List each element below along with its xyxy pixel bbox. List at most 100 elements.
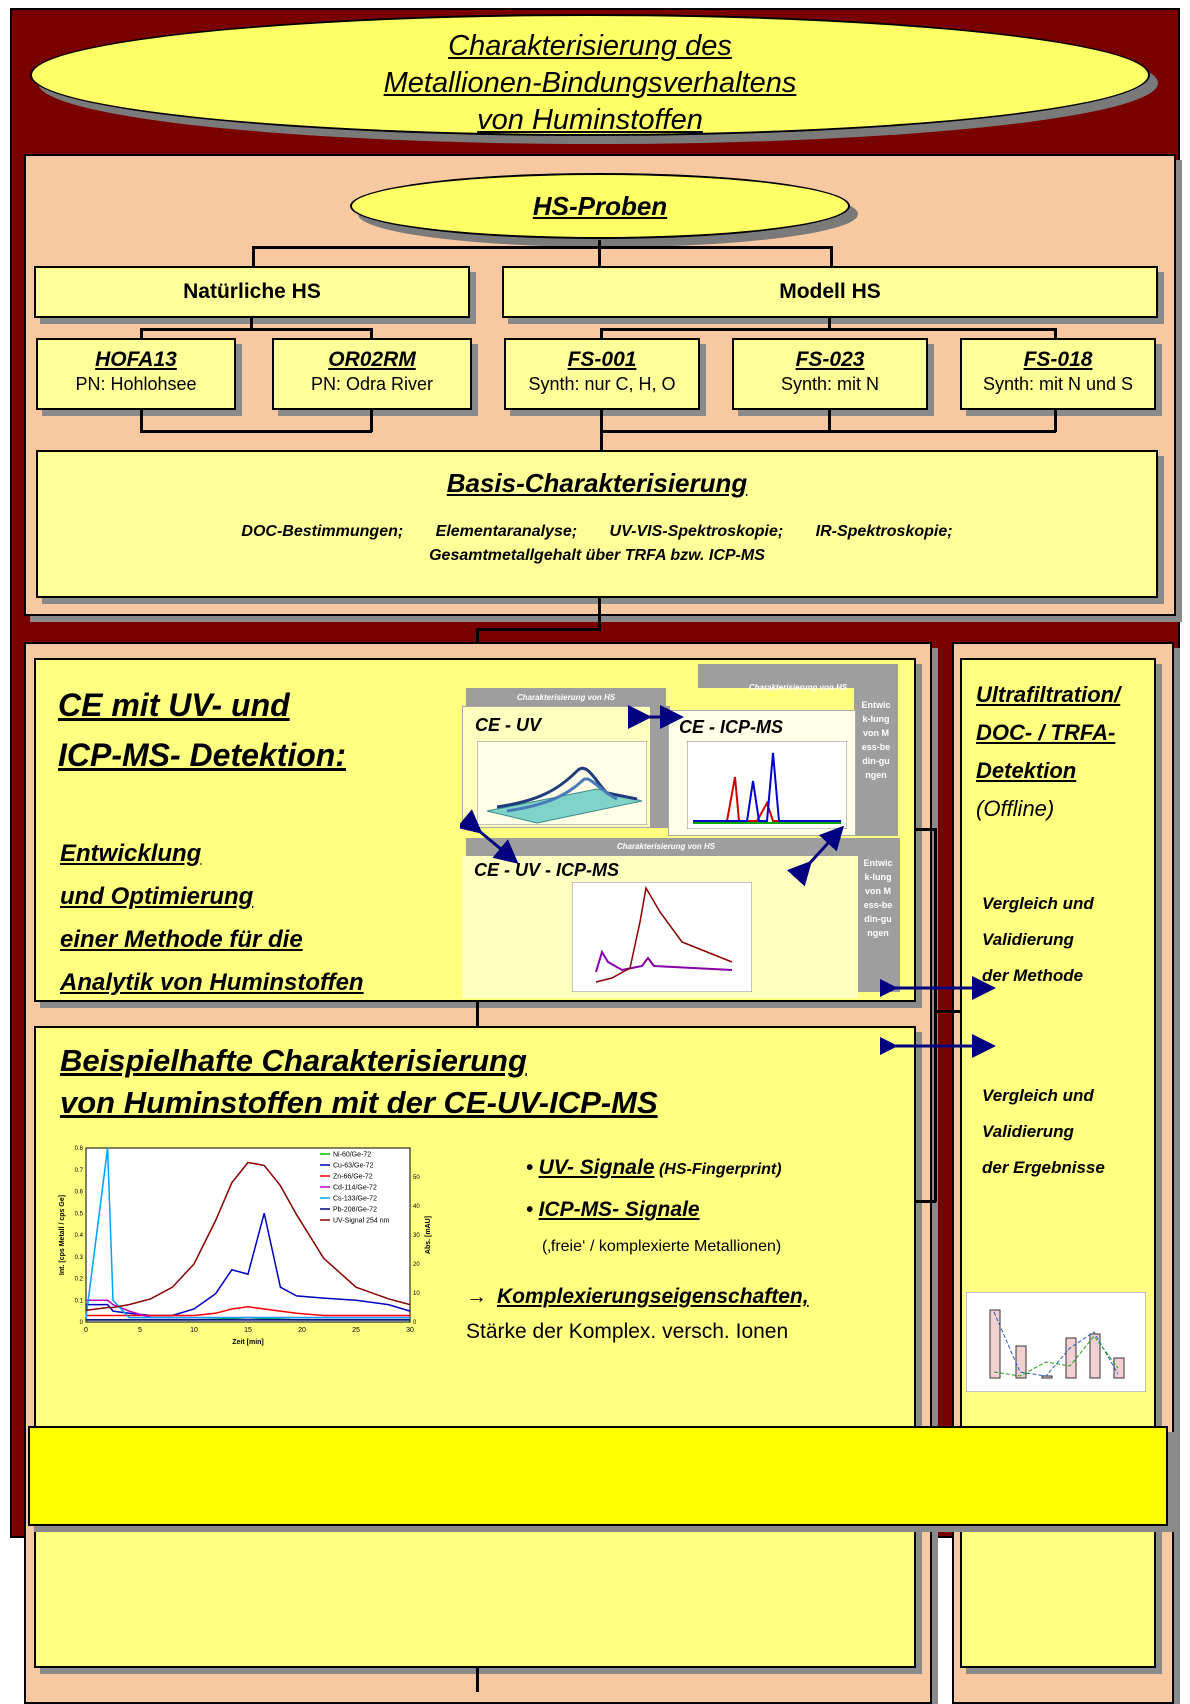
- ce-icp-label: CE - ICP-MS: [679, 717, 784, 737]
- y2-tick-label: 20: [413, 1262, 420, 1268]
- x-tick-label: 5: [138, 1327, 142, 1334]
- side-label: Entwick-lung von Mess-bedin-gungen: [863, 858, 893, 938]
- ce-uvicp-side-bar: Entwick-lung von Mess-bedin-gungen: [856, 838, 900, 992]
- sample-desc: PN: Hohlohsee: [75, 374, 197, 394]
- y2-tick-label: 10: [413, 1291, 420, 1297]
- connector: [140, 430, 372, 433]
- series-line: [86, 1306, 410, 1317]
- ce-dev-line: Analytik von Huminstoffen: [60, 969, 364, 996]
- ce-title-line-2: ICP-MS- Detektion:: [58, 737, 346, 773]
- y-tick-label: 0.2: [75, 1277, 84, 1283]
- panel-header-label: Charakterisierung von HS: [516, 693, 616, 702]
- sample-desc: Synth: nur C, H, O: [528, 374, 676, 394]
- connector: [370, 410, 373, 432]
- connector: [140, 328, 372, 331]
- bullet-dot: •: [526, 1157, 539, 1179]
- ultra-title-line: Detektion: [976, 758, 1077, 783]
- sample-desc: PN: Odra River: [310, 374, 434, 394]
- y2-tick-label: 40: [413, 1204, 420, 1210]
- compare-line: Vergleich und: [982, 894, 1094, 913]
- ultrafiltration-bar-chart: [966, 1292, 1146, 1392]
- connector: [252, 246, 255, 268]
- ultra-title-line: Ultrafiltration/: [976, 682, 1121, 707]
- ce-title: CE mit UV- und ICP-MS- Detektion:: [58, 680, 346, 780]
- x-tick-label: 25: [352, 1327, 360, 1334]
- title-line-2: Metallionen-Bindungsverhaltens: [383, 67, 797, 99]
- ce-dev-line: einer Methode für die: [60, 926, 303, 953]
- y-tick-label: 0.7: [75, 1168, 84, 1174]
- sample-name: FS-018: [1023, 348, 1093, 371]
- natural-hs-label: Natürliche HS: [183, 280, 321, 303]
- connector: [476, 1000, 479, 1028]
- ce-uv-side: [650, 706, 670, 828]
- series-line: [85, 1147, 410, 1319]
- ultra-title-line: DOC- / TRFA-: [976, 720, 1116, 745]
- connector: [600, 328, 1056, 331]
- y-tick-label: 0.4: [75, 1233, 84, 1239]
- compare-line: der Ergebnisse: [982, 1158, 1105, 1177]
- legend-label: Ni-60/Ge-72: [333, 1152, 371, 1159]
- connector: [370, 328, 373, 340]
- y-tick-label: 0.5: [75, 1211, 84, 1217]
- ce-icp-side-bar: Entwick-lung von Mess-bedin-gungen: [854, 664, 898, 836]
- ce-uvicp-header: Charakterisierung von HS: [466, 838, 866, 856]
- connector: [934, 1010, 962, 1013]
- sample-box-or02rm: OR02RM PN: Odra River: [272, 338, 472, 410]
- sample-name: OR02RM: [328, 348, 416, 371]
- bullet-uv-sub: (HS-Fingerprint): [658, 1161, 782, 1178]
- ce-uvicp-plot: [572, 882, 752, 992]
- example-title-line-1: Beispielhafte Charakterisierung: [60, 1043, 527, 1078]
- connector: [598, 598, 601, 630]
- result-line-2: Stärke der Komplex. versch. Ionen: [466, 1320, 789, 1343]
- ultra-title: Ultrafiltration/ DOC- / TRFA- Detektion …: [976, 676, 1120, 828]
- x-tick-label: 20: [298, 1327, 306, 1334]
- title-line-3: von Huminstoffen: [477, 104, 703, 136]
- connector: [140, 328, 143, 340]
- connector: [140, 410, 143, 432]
- example-title-line-2: von Huminstoffen mit der CE-UV-ICP-MS: [60, 1085, 658, 1120]
- ce-title-line-1: CE mit UV- und: [58, 687, 290, 723]
- y-tick-label: 0.6: [75, 1190, 84, 1196]
- x-tick-label: 30: [406, 1327, 414, 1334]
- validation-arrows: [880, 976, 996, 1058]
- bullet-icp-sub: (‚freie‘ / komplexierte Metallionen): [542, 1238, 782, 1255]
- title-ellipse: Charakterisierung des Metallionen-Bindun…: [30, 14, 1150, 136]
- ce-arrows: [460, 705, 845, 887]
- bullet-uv-main: UV- Signale: [538, 1156, 655, 1179]
- y2-tick-label: 30: [413, 1233, 420, 1239]
- y-tick-label: 0: [80, 1320, 84, 1326]
- model-hs-label: Modell HS: [779, 280, 881, 303]
- connector: [600, 328, 603, 340]
- chart-plot-area: [85, 1147, 411, 1323]
- sample-desc: Synth: mit N: [780, 374, 880, 394]
- ce-icp-panel: CE - ICP-MS: [668, 710, 856, 836]
- x-tick-label: 10: [190, 1327, 198, 1334]
- y-tick-label: 0.3: [75, 1255, 84, 1261]
- hs-proben-label: HS-Proben: [532, 191, 668, 221]
- x-tick-label: 0: [84, 1327, 88, 1334]
- connector: [598, 240, 601, 266]
- bullet-icp-main: ICP-MS- Signale: [538, 1198, 700, 1221]
- sample-box-fs001: FS-001 Synth: nur C, H, O: [504, 338, 700, 410]
- legend-label: Cs-133/Ge-72: [333, 1196, 377, 1203]
- connector: [830, 246, 833, 268]
- y-tick-label: 0.8: [75, 1146, 84, 1152]
- sample-name: HOFA13: [95, 348, 177, 371]
- result-line-1: → Komplexierungseigenschaften,: [466, 1285, 809, 1309]
- panel-header-label: Charakterisierung von HS: [748, 683, 848, 692]
- result-text-1: Komplexierungseigenschaften,: [497, 1285, 809, 1308]
- ultra-compare-1: Vergleich und Validierung der Methode: [982, 886, 1094, 994]
- sample-name: FS-001: [567, 348, 637, 371]
- connector: [1054, 328, 1057, 340]
- x-tick-label: 15: [244, 1327, 252, 1334]
- connector: [916, 828, 936, 831]
- compare-line: der Methode: [982, 966, 1084, 985]
- x-axis-label: Zeit [min]: [232, 1339, 264, 1346]
- connector: [934, 828, 937, 1202]
- connector: [476, 628, 601, 631]
- sample-box-fs023: FS-023 Synth: mit N: [732, 338, 928, 410]
- result-arrow: →: [466, 1285, 487, 1308]
- legend-label: UV-Signal 254 nm: [333, 1218, 390, 1225]
- natural-hs-box: Natürliche HS: [34, 266, 470, 318]
